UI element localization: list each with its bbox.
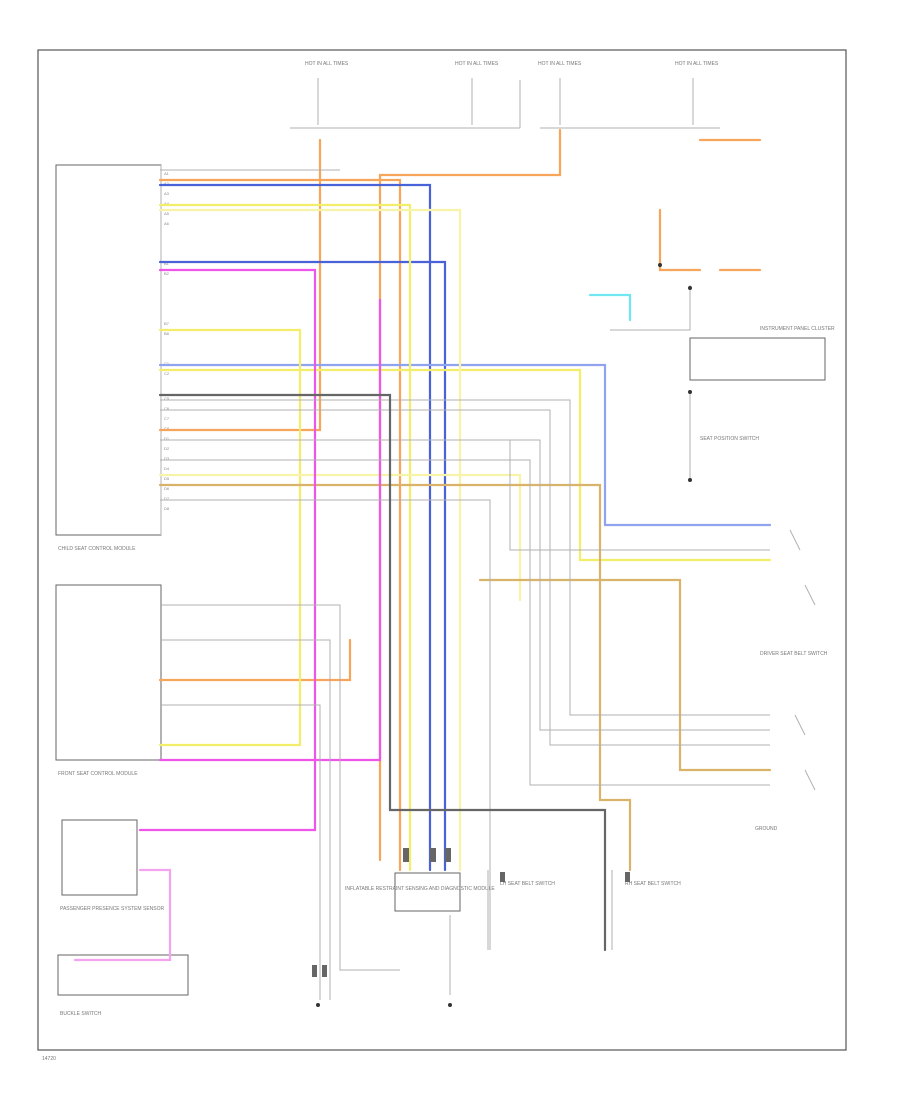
buckle-lower-label: BUCKLE SWITCH (60, 1011, 102, 1017)
svg-text:B1: B1 (164, 261, 170, 266)
belt-switches: LH SEAT BELT SWITCH RH SEAT BELT SWITCH (487, 870, 681, 950)
passenger-switch-label: SEAT POSITION SWITCH (700, 436, 759, 442)
svg-text:D5: D5 (164, 476, 170, 481)
footer-code: 14720 (42, 1056, 56, 1062)
svg-text:D6: D6 (164, 486, 170, 491)
fuse-label-2: HOT IN ALL TIMES (455, 61, 499, 67)
diagram-frame (37, 49, 847, 1051)
svg-text:B7: B7 (164, 321, 170, 326)
left-lower-module-label: FRONT SEAT CONTROL MODULE (58, 771, 138, 777)
right-upper-module: INSTRUMENT PANEL CLUSTER SEAT POSITION S… (689, 326, 835, 442)
center-module-label: INFLATABLE RESTRAINT SENSING AND DIAGNOS… (345, 886, 495, 892)
svg-text:D3: D3 (164, 456, 170, 461)
svg-text:D2: D2 (164, 446, 170, 451)
svg-text:C2: C2 (164, 371, 170, 376)
right-lower-label: DRIVER SEAT BELT SWITCH (760, 651, 828, 657)
svg-text:C1: C1 (164, 361, 170, 366)
left-module: CHILD SEAT CONTROL MODULE (55, 164, 162, 552)
fuse-label-3: HOT IN ALL TIMES (538, 61, 582, 67)
occupant-sensor: PASSENGER PRESENCE SYSTEM SENSOR BUCKLE … (57, 819, 189, 1017)
wires (73, 128, 772, 1000)
belt-switch-left-label: LH SEAT BELT SWITCH (500, 881, 555, 887)
center-module: INFLATABLE RESTRAINT SENSING AND DIAGNOS… (345, 872, 495, 912)
svg-text:A2: A2 (164, 181, 170, 186)
svg-text:D1: D1 (164, 436, 170, 441)
svg-text:A1: A1 (164, 171, 170, 176)
svg-text:C8: C8 (164, 426, 170, 431)
svg-text:C5: C5 (164, 396, 170, 401)
svg-text:A5: A5 (164, 211, 170, 216)
svg-text:A6: A6 (164, 221, 170, 226)
svg-text:C7: C7 (164, 416, 170, 421)
right-upper-label: INSTRUMENT PANEL CLUSTER (760, 326, 835, 332)
ground-label: GROUND (755, 826, 778, 832)
occupant-sensor-label: PASSENGER PRESENCE SYSTEM SENSOR (60, 906, 164, 912)
left-lower-module: FRONT SEAT CONTROL MODULE (55, 584, 162, 777)
connectors (312, 263, 692, 1007)
fuse-block: HOT IN ALL TIMES HOT IN ALL TIMES HOT IN… (290, 61, 720, 129)
svg-text:B2: B2 (164, 271, 170, 276)
svg-text:A3: A3 (164, 191, 170, 196)
svg-text:D4: D4 (164, 466, 170, 471)
svg-text:C6: C6 (164, 406, 170, 411)
belt-switch-right-label: RH SEAT BELT SWITCH (625, 881, 681, 887)
fuse-label-4: HOT IN ALL TIMES (675, 61, 719, 67)
right-switch-area: DRIVER SEAT BELT SWITCH GROUND (755, 529, 828, 832)
fuse-label-1: HOT IN ALL TIMES (305, 61, 349, 67)
svg-text:A4: A4 (164, 201, 170, 206)
left-module-label: CHILD SEAT CONTROL MODULE (58, 546, 136, 552)
svg-text:D7: D7 (164, 496, 170, 501)
svg-text:B8: B8 (164, 331, 170, 336)
svg-text:D8: D8 (164, 506, 170, 511)
